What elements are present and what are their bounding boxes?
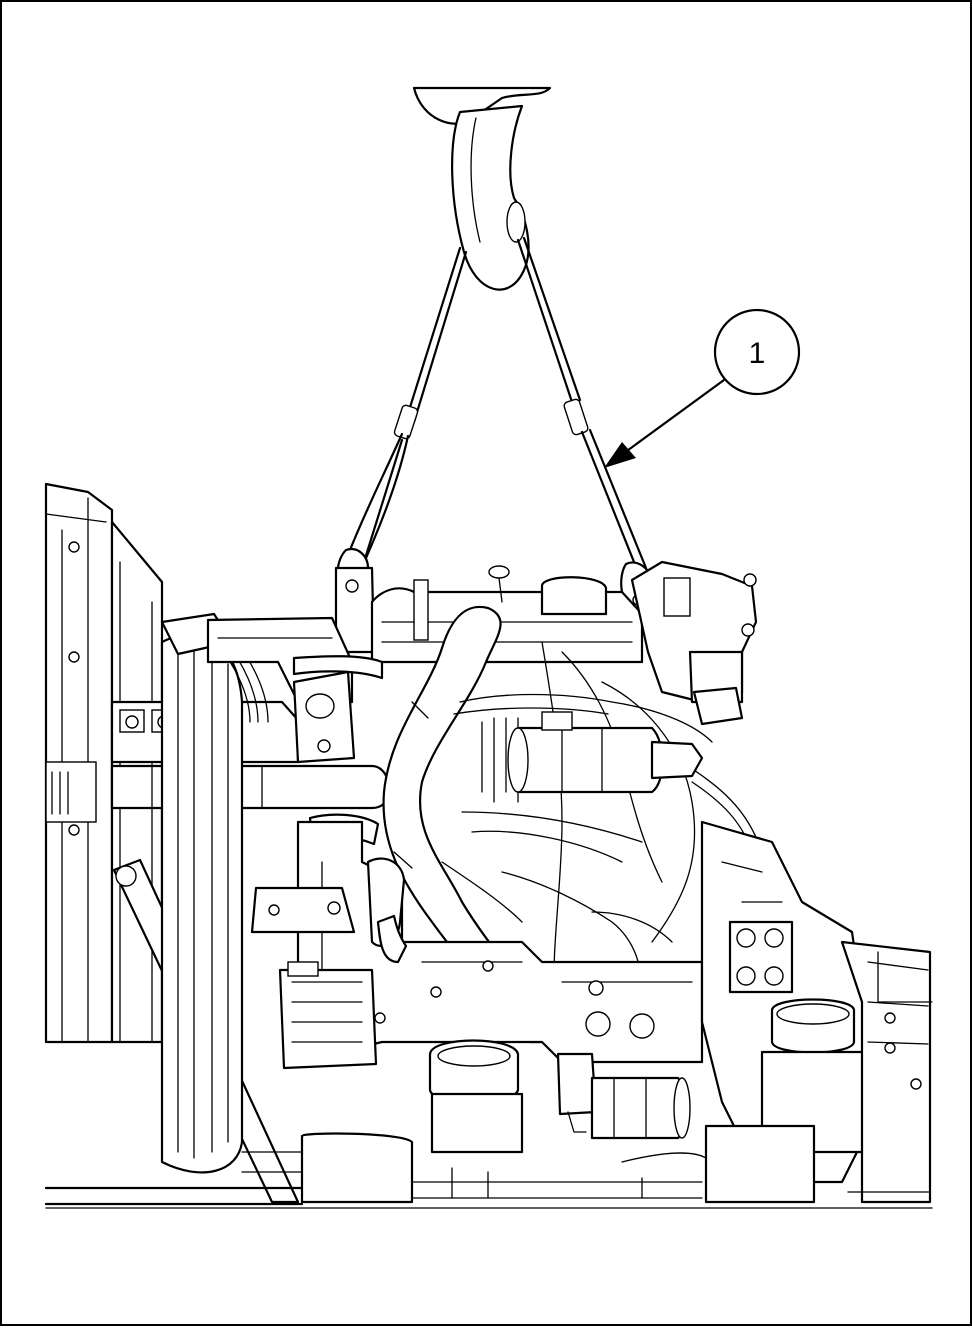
flywheel-housing [700,820,933,1204]
callout-1-label: 1 [749,337,766,370]
support-rails [44,1124,931,1206]
starter-motor [556,1052,691,1140]
callout-1: 1 [604,308,801,468]
alternator [278,961,386,1070]
callout-1-arrowhead [604,442,636,468]
engine-block [206,560,758,764]
oil-filter-mount [428,980,655,1154]
engine-lower-block [250,820,704,1064]
fan-shroud [160,612,269,1174]
fuel-filter [507,711,704,794]
hoist-hook [412,86,552,291]
lifting-chain [336,236,656,613]
